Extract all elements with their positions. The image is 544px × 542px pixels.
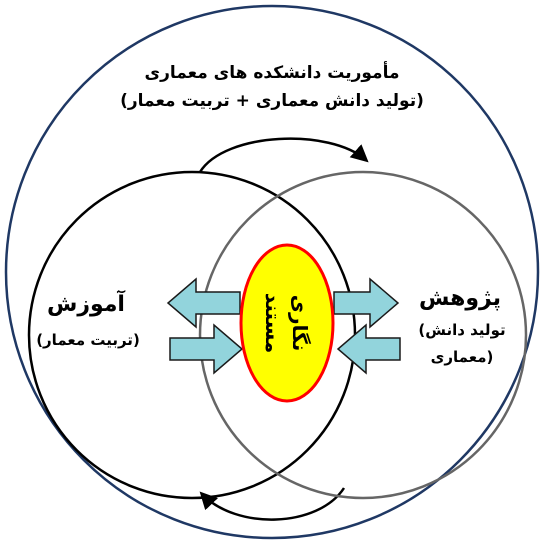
education-sub: (تربیت معمار)	[36, 331, 140, 349]
right-arrow-upper	[333, 277, 400, 329]
left-arrow-lower	[169, 323, 244, 375]
center-text-line2: نگاری	[288, 295, 312, 352]
center-text-line1: مستند	[261, 293, 285, 354]
outer-circle	[4, 4, 540, 540]
bottom-curved-arrow	[199, 487, 346, 521]
education-label: آموزش	[47, 289, 125, 317]
research-label: پژوهش	[419, 286, 501, 311]
research-sub-line1: (تولید دانش	[418, 321, 505, 339]
center-ellipse	[239, 243, 335, 403]
mission-subtitle: (تولید دانش معماری + تربیت معمار)	[120, 91, 424, 111]
mission-title: مأموریت دانشکده های معماری	[144, 61, 399, 83]
left-arrow-upper	[166, 277, 241, 329]
top-curved-arrow	[198, 137, 369, 173]
right-arrow-lower	[336, 323, 401, 375]
research-sub-line2: معماری)	[431, 348, 494, 366]
research-circle	[198, 170, 528, 500]
